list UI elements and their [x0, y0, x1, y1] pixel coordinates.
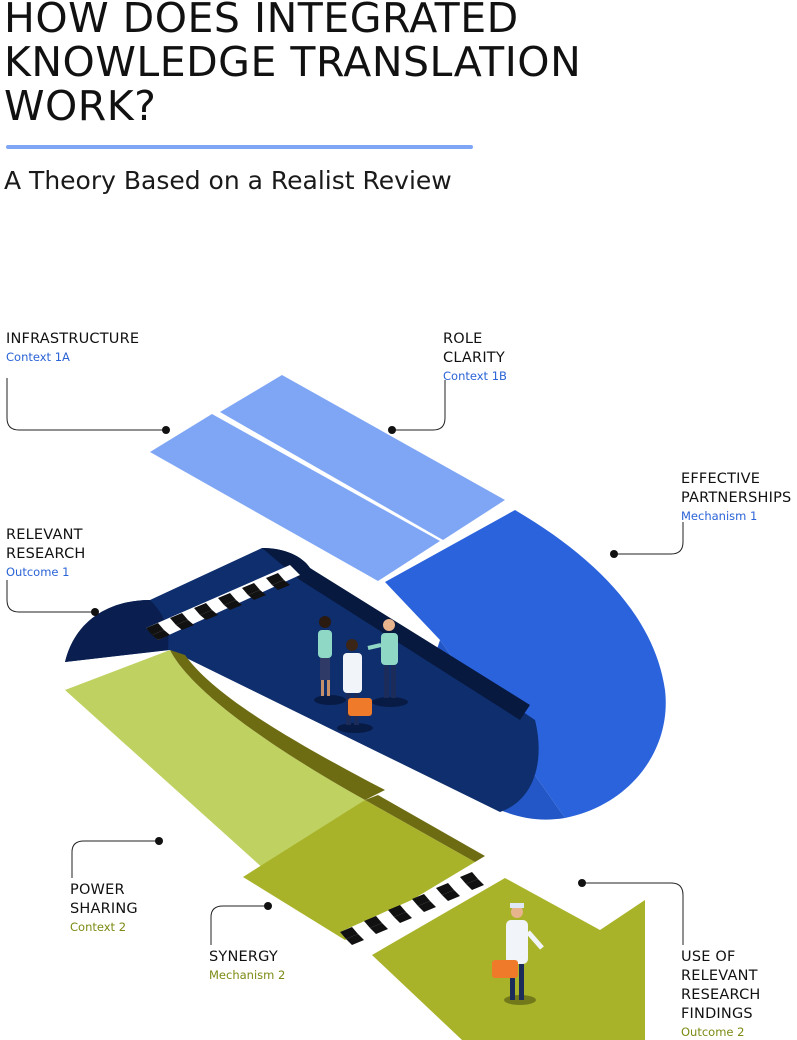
title-line-3: WORK?: [4, 82, 157, 130]
leader-infrastructure: [6, 378, 166, 431]
leader-effective-partnerships: [614, 522, 684, 555]
callout-use-of-findings-name: USE OF RELEVANT RESEARCH FINDINGS: [681, 949, 761, 1022]
callout-relevant-research-name: RELEVANT RESEARCH: [6, 527, 86, 562]
callout-relevant-research-role: Outcome 1: [6, 565, 70, 579]
leader-relevant-research: [6, 580, 95, 613]
callout-role-clarity-name: ROLE CLARITY: [443, 331, 505, 366]
road-segment-context-1b: [220, 375, 505, 540]
callout-use-of-findings: USE OF RELEVANT RESEARCH FINDINGS Outcom…: [681, 948, 761, 1039]
ramp-power-sharing: [65, 650, 365, 870]
lane-synergy: [243, 800, 475, 940]
page-title: HOW DOES INTEGRATED KNOWLEDGE TRANSLATIO…: [4, 0, 704, 128]
lane-role-clarity: [220, 375, 505, 540]
callout-use-of-findings-role: Outcome 2: [681, 1025, 745, 1039]
person-doctor-icon: [343, 639, 372, 725]
road-segment-context-1a: [150, 414, 440, 581]
person-man-icon: [367, 619, 398, 698]
callout-synergy: SYNERGY Mechanism 2: [209, 948, 285, 982]
callout-effective-partnerships: EFFECTIVE PARTNERSHIPS Mechanism 1: [681, 470, 791, 523]
callout-dots: [91, 426, 618, 910]
lane-infrastructure: [150, 414, 440, 581]
callout-power-sharing: POWER SHARING Context 2: [70, 881, 138, 934]
callout-role-clarity-role: Context 1B: [443, 369, 507, 383]
briefcase-icon: [348, 698, 372, 716]
leader-role-clarity: [392, 380, 446, 431]
person-doctor-walking-icon: [492, 903, 544, 1005]
leader-use-of-findings: [582, 882, 684, 945]
checker-squares: [146, 573, 290, 640]
callout-effective-partnerships-name: EFFECTIVE PARTNERSHIPS: [681, 471, 792, 506]
callout-synergy-name: SYNERGY: [209, 949, 278, 965]
deck-curl-shadow: [65, 600, 169, 662]
road-segment-mechanism-2: [243, 795, 485, 940]
checker-strip-bottom: [340, 865, 502, 945]
title-divider: [6, 145, 473, 149]
loop-effective-partnerships: [385, 510, 666, 818]
researchers-group: [314, 616, 408, 733]
briefcase-icon: [492, 960, 518, 978]
road-segment-context-2: [65, 650, 385, 870]
leader-synergy: [210, 905, 268, 945]
callout-synergy-role: Mechanism 2: [209, 968, 286, 982]
callout-infrastructure-role: Context 1A: [6, 350, 70, 364]
title-line-2: KNOWLEDGE TRANSLATION: [4, 38, 582, 86]
callout-effective-partnerships-role: Mechanism 1: [681, 509, 758, 523]
callout-infrastructure: INFRASTRUCTURE Context 1A: [6, 330, 139, 364]
person-woman-icon: [318, 616, 332, 696]
callout-relevant-research: RELEVANT RESEARCH Outcome 1: [6, 526, 86, 579]
callout-role-clarity: ROLE CLARITY Context 1B: [443, 330, 507, 383]
checker-squares-bottom: [340, 872, 484, 945]
page-subtitle: A Theory Based on a Realist Review: [4, 166, 452, 195]
leader-power-sharing: [71, 840, 159, 878]
ramp-shadow: [170, 650, 385, 800]
callout-infrastructure-name: INFRASTRUCTURE: [6, 331, 140, 347]
lane-synergy-edge: [365, 795, 485, 862]
callout-leaders: [6, 378, 684, 945]
callout-power-sharing-name: POWER SHARING: [70, 882, 138, 917]
callout-power-sharing-role: Context 2: [70, 920, 127, 934]
title-line-1: HOW DOES INTEGRATED: [4, 0, 519, 42]
checker-strip-top: [146, 565, 300, 640]
